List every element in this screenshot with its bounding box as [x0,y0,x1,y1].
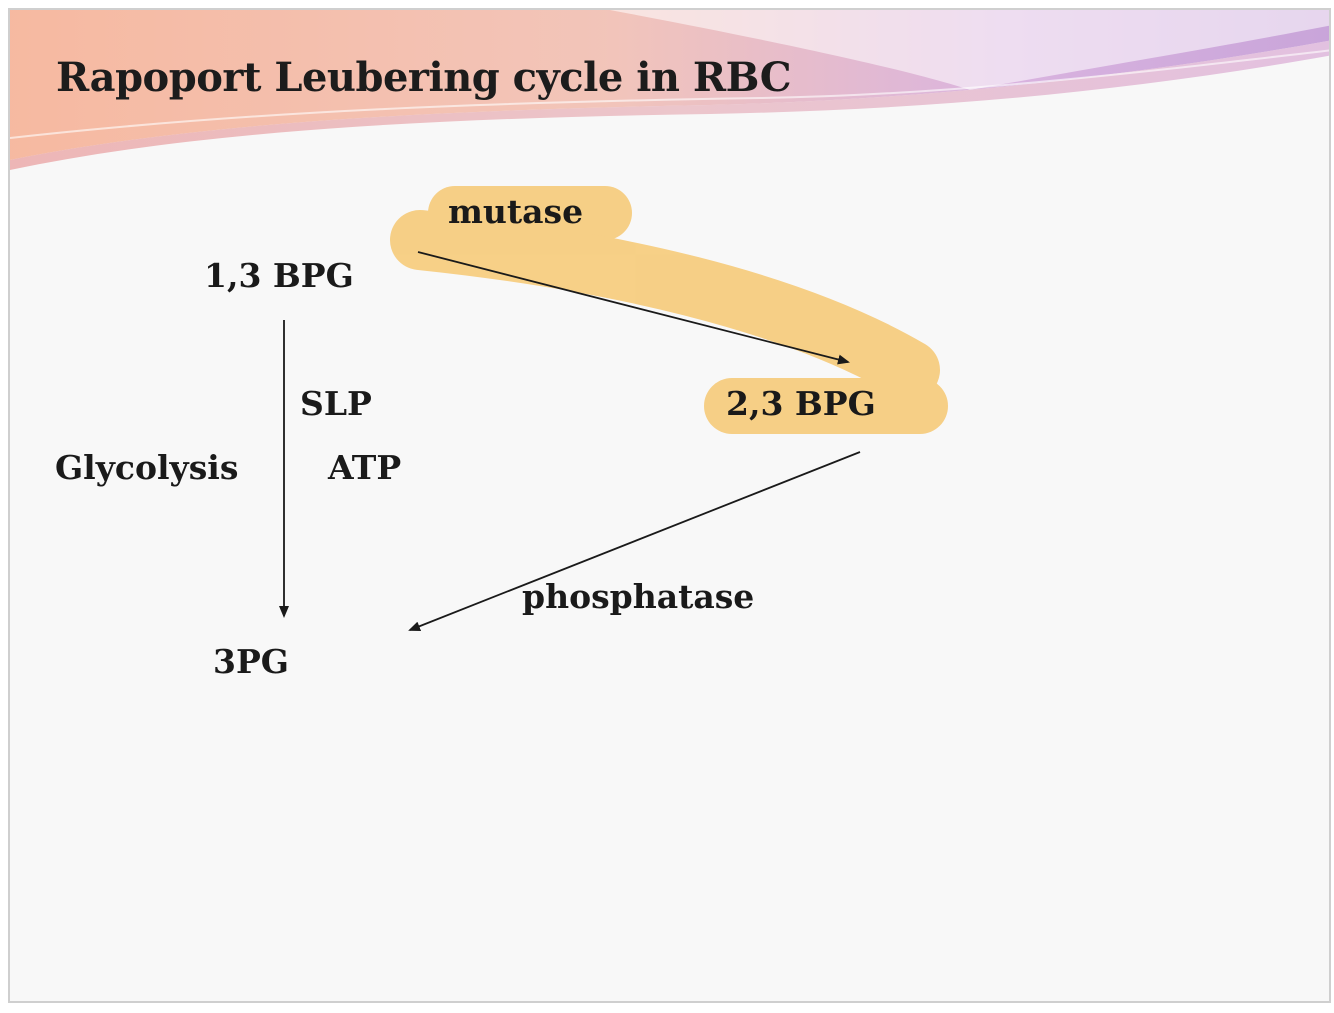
node-2-3-bpg: 2,3 BPG [726,384,876,423]
header-decoration [10,10,1329,170]
highlighter-strokes [390,186,948,434]
label-glycolysis: Glycolysis [55,448,239,487]
mutase-arrow [417,251,850,365]
node-1-3-bpg: 1,3 BPG [204,256,354,295]
node-3pg: 3PG [213,642,289,681]
label-phosphatase: phosphatase [522,577,755,616]
label-atp: ATP [328,448,402,487]
slide: Rapoport Leubering cycle in RBC 1,3 BPG … [8,8,1331,1003]
label-slp: SLP [300,384,372,423]
cycle-diagram [279,186,948,631]
slide-title: Rapoport Leubering cycle in RBC [56,54,792,101]
phosphatase-arrow [408,451,861,631]
label-mutase: mutase [448,192,584,231]
